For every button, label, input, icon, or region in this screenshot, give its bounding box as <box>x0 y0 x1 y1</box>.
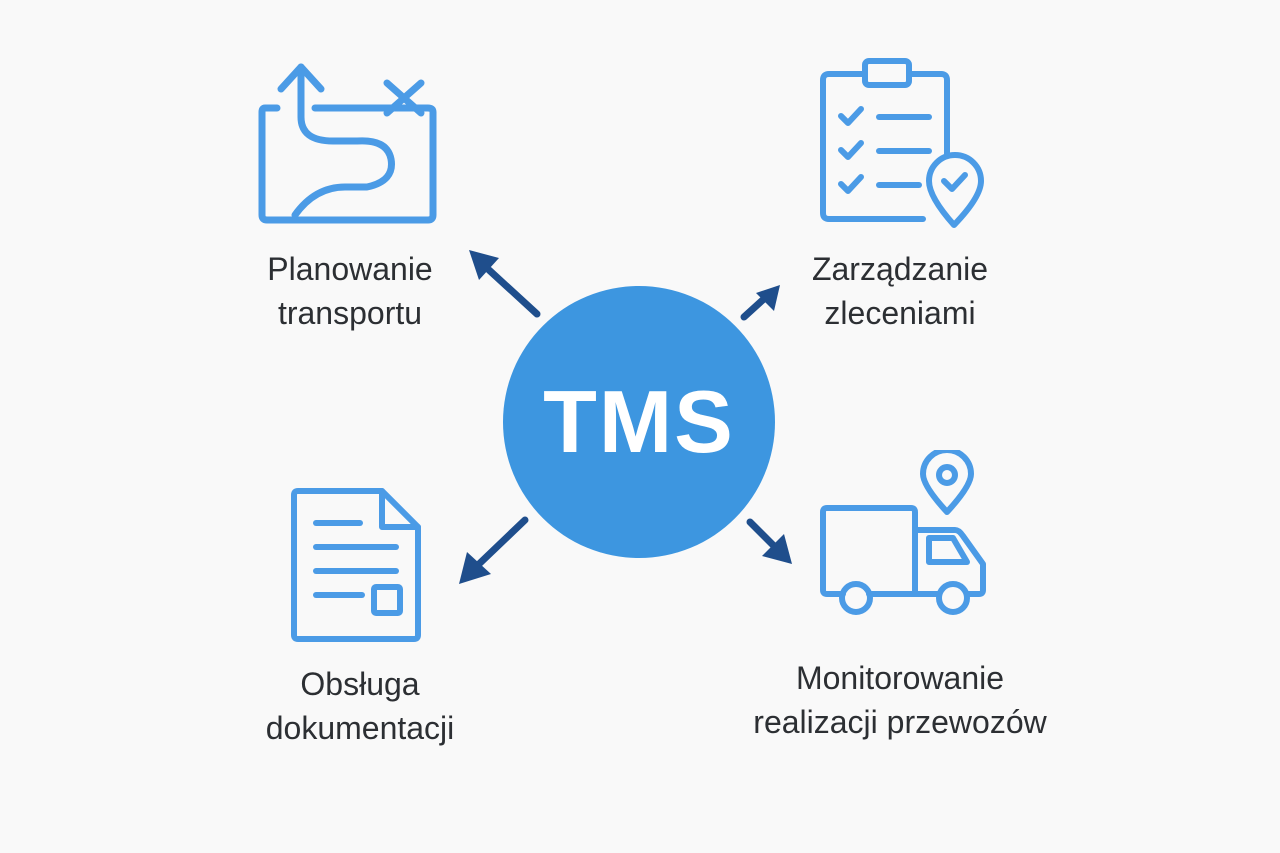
arrow-to-monitoring <box>746 518 792 564</box>
clipboard-checklist-icon <box>820 58 984 228</box>
monitoring-label-line1: Monitorowanie <box>795 660 1005 696</box>
arrow-to-planning <box>469 250 541 318</box>
arrow-to-orders <box>740 285 780 321</box>
documents-label: Obsługa dokumentacji <box>220 662 500 750</box>
document-icon <box>291 488 421 642</box>
orders-label-line1: Zarządzanie <box>811 251 989 287</box>
arrow-to-documents <box>459 516 529 584</box>
orders-label: Zarządzanie zleceniami <box>770 247 1030 335</box>
delivery-truck-icon <box>820 450 986 615</box>
planning-label: Planowanie transportu <box>220 247 480 335</box>
documents-label-line2: dokumentacji <box>265 710 455 746</box>
monitoring-label: Monitorowanie realizacji przewozów <box>700 656 1100 744</box>
tms-center-label: TMS <box>543 372 735 471</box>
planning-label-line1: Planowanie <box>267 251 433 287</box>
documents-label-line1: Obsługa <box>300 666 420 702</box>
planning-label-line2: transportu <box>277 295 423 331</box>
route-map-icon <box>258 63 437 224</box>
monitoring-label-line2: realizacji przewozów <box>753 704 1047 740</box>
tms-center-circle: TMS <box>503 286 775 558</box>
orders-label-line2: zleceniami <box>824 295 976 331</box>
